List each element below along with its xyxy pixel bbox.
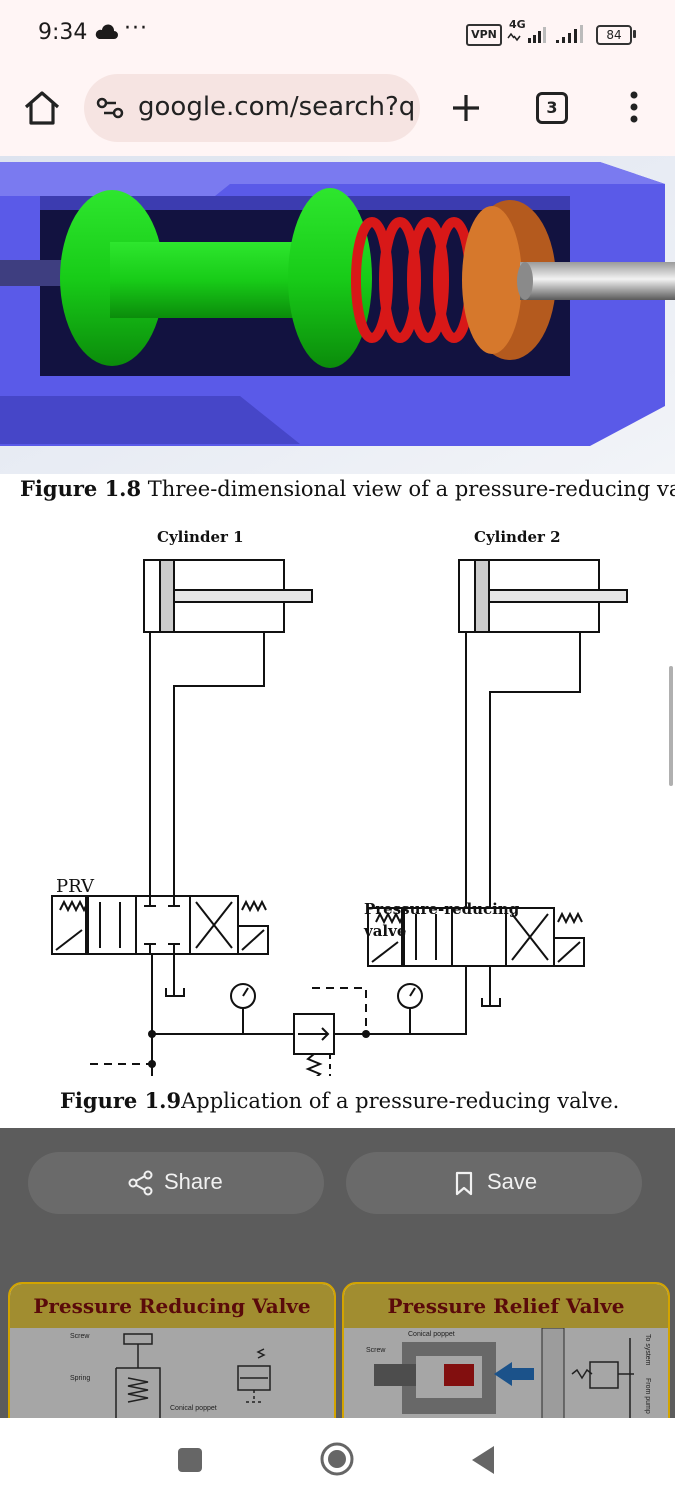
image-viewer[interactable]: Figure 1.8 Three-dimensional view of a p…: [0, 156, 675, 1128]
cylinder-2-label: Cylinder 2: [474, 528, 561, 546]
thumb-label-spring: Spring: [70, 1375, 90, 1382]
thumb-label-screw: Screw: [366, 1347, 386, 1354]
pressure-reducing-thumbnail: Screw Spring Conical poppet: [10, 1328, 334, 1420]
battery-cap: [633, 30, 636, 38]
thumb-label-screw: Screw: [70, 1333, 90, 1340]
browser-toolbar: google.com/search?q 3: [0, 68, 675, 156]
site-settings-icon[interactable]: [96, 96, 126, 120]
system-nav-bar: [0, 1418, 675, 1500]
share-button[interactable]: Share: [28, 1152, 324, 1214]
card-dim-overlay: [344, 1284, 668, 1420]
figure-1-9-label: Figure 1.9: [60, 1088, 182, 1113]
prv-label: PRV: [56, 876, 95, 897]
bookmark-icon: [455, 1171, 473, 1196]
thumb-label-from-pump: From pump: [644, 1378, 651, 1414]
figure-1-9-caption: Figure 1.9Application of a pressure-redu…: [60, 1088, 619, 1113]
signal-strength-icon: [507, 27, 546, 43]
cylinder-1-label: Cylinder 1: [157, 528, 244, 546]
recents-icon[interactable]: [176, 1446, 204, 1474]
thumb-label-poppet: Conical poppet: [170, 1405, 217, 1412]
save-button[interactable]: Save: [346, 1152, 642, 1214]
status-more-indicator: ···: [124, 16, 148, 41]
directional-valve-1: [51, 895, 269, 955]
cylinder-2-rod: [488, 589, 628, 603]
thumb-label-poppet: Conical poppet: [408, 1331, 455, 1338]
thumb-label-to-system: To system: [644, 1334, 651, 1366]
figure-1-8-label: Figure 1.8: [20, 476, 142, 501]
save-label: Save: [487, 1169, 538, 1194]
figure-1-9-text: Application of a pressure-reducing valve…: [181, 1089, 620, 1113]
home-nav-icon[interactable]: [318, 1440, 356, 1478]
share-label: Share: [164, 1169, 223, 1194]
back-icon[interactable]: [468, 1444, 498, 1476]
cylinder-2-piston: [474, 559, 490, 633]
home-icon[interactable]: [22, 88, 62, 128]
address-bar[interactable]: google.com/search?q: [84, 74, 420, 142]
valve-3d-image: [0, 156, 675, 474]
signal-strength-2-icon: [556, 25, 583, 43]
vpn-badge: VPN: [466, 24, 502, 46]
status-time: 9:34: [38, 20, 88, 45]
figure-1-8-caption: Figure 1.8 Three-dimensional view of a p…: [20, 476, 675, 501]
cylinder-1-rod: [173, 589, 313, 603]
pressure-relief-thumbnail: Conical poppet Screw To system From pump: [344, 1328, 668, 1420]
status-bar: 9:34 ··· VPN 4G 84: [0, 0, 675, 68]
hydraulic-circuit-diagram: Cylinder 1 Cylinder 2 PRV Pressure-reduc…: [51, 528, 628, 1076]
cloud-icon: [95, 24, 118, 39]
related-card-title: Pressure Reducing Valve: [10, 1284, 334, 1328]
share-icon: [128, 1170, 153, 1196]
prv-desc-line2: valve: [363, 922, 406, 940]
tab-switcher-button[interactable]: 3: [536, 92, 568, 124]
network-type: 4G: [509, 18, 526, 31]
battery-level: 84: [596, 25, 632, 45]
cylinder-1-piston: [159, 559, 175, 633]
overflow-menu-icon[interactable]: [624, 90, 644, 126]
results-overlay: Share Save Pressure Reducing Valve Screw…: [0, 1128, 675, 1422]
related-card-pressure-reducing[interactable]: Pressure Reducing Valve Screw Spring Con…: [8, 1282, 336, 1422]
new-tab-icon[interactable]: [450, 92, 482, 124]
related-card-pressure-relief[interactable]: Pressure Relief Valve Conical poppet Scr…: [342, 1282, 670, 1422]
related-card-title: Pressure Relief Valve: [344, 1284, 668, 1328]
directional-valve-2: [367, 907, 585, 967]
url-text[interactable]: google.com/search?q: [138, 92, 416, 122]
figure-1-8-text: Three-dimensional view of a pressure-red…: [141, 477, 675, 501]
card-dim-overlay: [10, 1284, 334, 1420]
scrollbar-thumb[interactable]: [669, 666, 673, 786]
